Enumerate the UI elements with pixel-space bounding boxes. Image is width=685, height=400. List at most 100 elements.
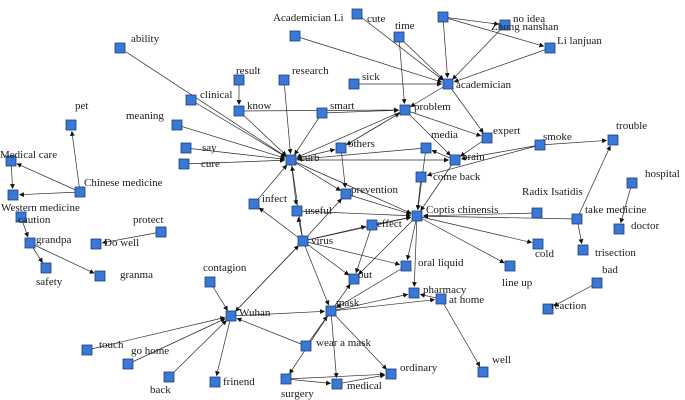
edge-mask-medical: [330, 310, 339, 379]
edge-smoke-brain: [460, 144, 541, 161]
node-others: [335, 142, 347, 154]
edge-problem-curb: [296, 109, 406, 158]
node-label-prevention: prevention: [351, 184, 399, 196]
node-time: [393, 31, 405, 43]
node-label-pharmacy: pharmacy: [423, 284, 467, 296]
node-useful: [291, 205, 303, 217]
node-layer: [5, 8, 638, 390]
edge-meaning-curb: [176, 124, 286, 160]
node-grandpa: [24, 237, 36, 249]
node-cute: [351, 8, 363, 20]
node-label-ability: ability: [131, 33, 160, 45]
node-smart: [316, 107, 328, 119]
edge-curb-prevention: [290, 159, 341, 191]
edge-coptis-lineup: [416, 215, 505, 264]
node-label-chinesemed: Chinese medicine: [84, 177, 163, 189]
node-academician: [442, 78, 454, 90]
edge-others-problem: [340, 113, 400, 149]
node-brain: [449, 154, 461, 166]
node-protect: [155, 226, 167, 238]
node-label-medical: medical: [347, 380, 382, 392]
node-smoke: [534, 139, 546, 151]
node-effect: [366, 219, 378, 231]
node-label-westernmed: Western medicine: [1, 202, 80, 214]
node-label-noidea: no idea: [513, 13, 545, 25]
edge-coptis-oralliquid: [405, 215, 418, 261]
node-infect: [248, 198, 260, 210]
edge-noidea-academician: [452, 24, 506, 80]
edge-chinesemed-westernmed: [19, 191, 81, 197]
node-comeback: [415, 171, 427, 183]
node-clinical: [185, 94, 197, 106]
node-label-problem: problem: [414, 101, 451, 113]
node-label-acadli: Academician Li: [273, 12, 344, 24]
edge-smoke-trouble: [539, 138, 608, 146]
edge-wearmask-wuhan: [236, 317, 307, 347]
node-label-caution: caution: [18, 214, 51, 226]
edge-coptis-pharmacy: [411, 215, 418, 287]
node-label-well: well: [492, 354, 511, 366]
edge-chinesemed-pet: [70, 130, 81, 193]
node-label-academician: academician: [456, 79, 511, 91]
node-label-dowell: Do well: [104, 237, 139, 249]
node-label-media: media: [431, 129, 458, 141]
edge-ability-curb: [119, 47, 286, 157]
edge-chinesemed-medicalcare: [16, 163, 81, 193]
node-ability: [114, 42, 126, 54]
node-label-sick: sick: [362, 71, 380, 83]
node-reaction: [542, 303, 554, 315]
node-label-safety: safety: [36, 276, 63, 288]
edge-virus-curb: [290, 165, 304, 242]
node-label-useful: useful: [305, 205, 332, 217]
edge-smart-curb: [294, 112, 323, 155]
edge-grandpa-granma: [29, 242, 95, 274]
edge-surgery-medical: [285, 378, 332, 386]
edge-mask-athome: [330, 297, 436, 312]
node-label-mask: mask: [336, 297, 360, 309]
edge-zhong-lilanjuan: [442, 16, 545, 48]
edge-time-problem: [398, 36, 407, 105]
edge-medical-ordinary: [336, 373, 386, 385]
edge-coptis-out: [358, 215, 418, 275]
node-expert: [481, 132, 493, 144]
edge-virus-out: [302, 240, 350, 276]
node-label-coptis: Coptis chinensis: [426, 204, 498, 216]
node-label-ordinary: ordinary: [400, 362, 438, 374]
node-label-surgery: surgery: [281, 388, 314, 400]
node-label-meaning: meaning: [126, 110, 164, 122]
node-medicalcare: [5, 155, 17, 167]
edge-smoke-comeback: [426, 144, 541, 177]
node-label-comeback: come back: [433, 171, 481, 183]
node-bad: [591, 277, 603, 289]
node-sick: [348, 78, 360, 90]
node-wuhan: [225, 310, 237, 322]
node-radix: [531, 207, 543, 219]
node-hospital: [626, 177, 638, 189]
edge-virus-oralliquid: [302, 240, 401, 266]
edge-curb-coptis: [290, 159, 412, 214]
node-label-bad: bad: [602, 264, 618, 276]
node-contagion: [204, 276, 216, 288]
edge-mask-pharmacy: [330, 292, 409, 312]
node-label-zhong: Zhong nanshan: [491, 21, 559, 33]
node-label-virus: virus: [311, 235, 333, 247]
node-label-brain: brain: [462, 151, 485, 163]
node-label-curb: curb: [300, 152, 320, 164]
node-label-know: know: [247, 100, 272, 112]
node-takemed: [571, 213, 583, 225]
edge-know-curb: [238, 110, 287, 156]
edge-coptis-cold: [416, 215, 533, 244]
node-label-frinend: frinend: [223, 376, 255, 388]
node-label-gohome: go home: [131, 345, 169, 357]
node-label-doctor: doctor: [631, 220, 659, 232]
node-label-research: research: [292, 65, 329, 77]
node-label-infect: infect: [262, 193, 287, 205]
edge-academician-expert: [447, 83, 484, 134]
node-label-cure: cure: [201, 158, 220, 170]
edge-surgery-ordinary: [285, 372, 385, 380]
node-meaning: [171, 119, 183, 131]
edge-brain-coptis: [420, 159, 456, 212]
node-label-grandpa: grandpa: [36, 234, 72, 246]
node-back: [163, 371, 175, 383]
